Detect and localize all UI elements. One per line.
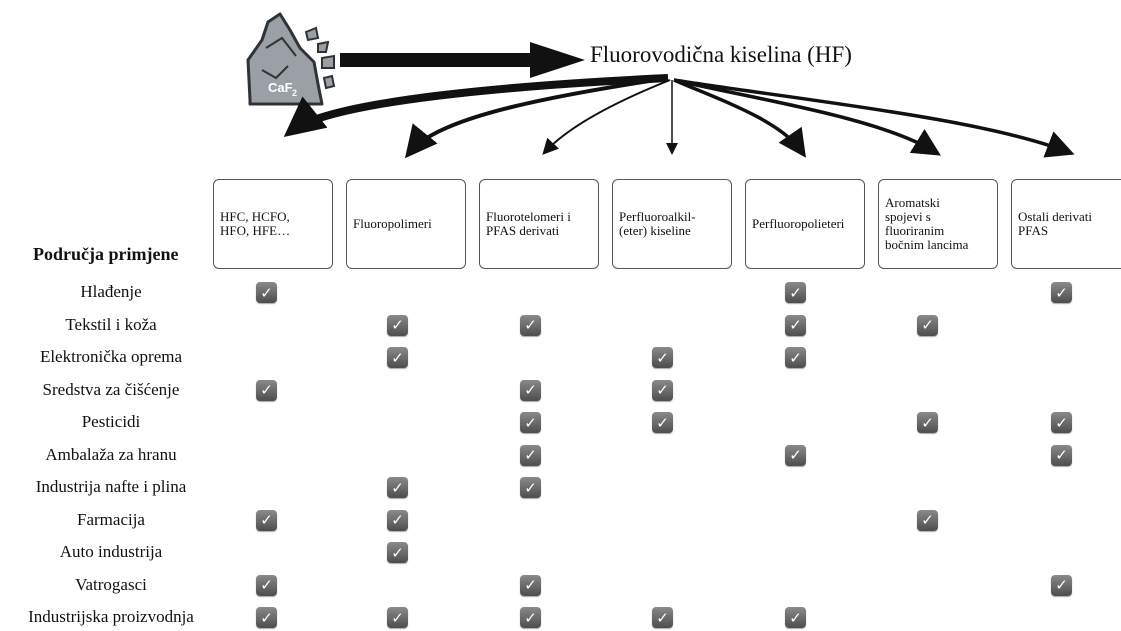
checkmark-icon: ✓ [1051, 444, 1072, 466]
category-label-line: bočnim lancima [885, 237, 969, 252]
application-row-label: Industrijska proizvodnja [28, 607, 194, 626]
application-row-label: Farmacija [77, 509, 145, 529]
checkmark-icon: ✓ [520, 607, 541, 628]
category-label-line: Fluoropolimeri [353, 216, 432, 231]
category-box-1: HFC, HCFO,HFO, HFE… [213, 179, 333, 269]
application-row-label: Pesticidi [81, 412, 141, 431]
application-row-label: Sredstva za čišćenje [42, 379, 180, 399]
checkmark-icon: ✓ [520, 574, 541, 596]
checkmark-icon: ✓ [652, 412, 673, 433]
category-box-5: Perfluoropolieteri [745, 179, 865, 269]
checkmark-icon: ✓ [520, 477, 541, 498]
category-label-line: fluoriranim [885, 223, 945, 238]
category-label-line: Aromatski [885, 195, 940, 210]
main-arrow [340, 42, 585, 78]
category-label-line: Perfluoroalkil- [619, 209, 696, 224]
checkmark-icon: ✓ [785, 607, 806, 628]
category-label-line: HFO, HFE… [220, 223, 291, 238]
checkmark-icon: ✓ [652, 607, 673, 628]
checkmark-icon: ✓ [256, 379, 277, 401]
caf2-label: CaF [268, 80, 293, 95]
caf2-subscript: 2 [292, 88, 297, 98]
checkmark-icon: ✓ [652, 379, 673, 401]
application-row-label: Elektronička oprema [39, 347, 183, 366]
fan-arrows [283, 74, 1075, 159]
checkmark-icon: ✓ [785, 282, 806, 303]
application-row-label: Auto industrija [59, 542, 163, 561]
checkmark-icon: ✓ [256, 607, 277, 628]
category-label-line: Fluorotelomeri i [486, 209, 571, 224]
category-label-line: spojevi s [885, 209, 931, 224]
application-row-label: Hlađenje [80, 282, 142, 301]
checkmark-icon: ✓ [256, 509, 277, 531]
category-label-line: Ostali derivati [1018, 209, 1093, 224]
category-label-line: PFAS [1018, 223, 1049, 238]
checkmark-icon: ✓ [387, 607, 408, 628]
category-label-line: Perfluoropolieteri [752, 216, 845, 231]
category-box-4: Perfluoroalkil-(eter) kiseline [612, 179, 732, 269]
application-row-label: Tekstil i koža [65, 314, 157, 334]
checkmark-icon: ✓ [520, 412, 541, 433]
category-label-line: (eter) kiseline [619, 223, 691, 238]
application-row-label: Ambalaža za hranu [45, 444, 177, 464]
checkmark-icon: ✓ [387, 347, 408, 368]
checkmark-icon: ✓ [917, 412, 938, 433]
application-row-label: Vatrogasci [75, 574, 147, 594]
checkmark-icon: ✓ [652, 347, 673, 368]
checkmark-icon: ✓ [1051, 412, 1072, 433]
checkmark-icon: ✓ [917, 314, 938, 336]
hf-source-label: Fluorovodična kiselina (HF) [590, 42, 852, 67]
application-row-label: Industrija nafte i plina [35, 477, 187, 496]
checkmark-icon: ✓ [256, 282, 277, 303]
category-label-line: HFC, HCFO, [220, 209, 290, 224]
checkmark-icon: ✓ [520, 314, 541, 336]
checkmark-icon: ✓ [256, 574, 277, 596]
checkmark-icon: ✓ [520, 444, 541, 466]
checkmark-icon: ✓ [387, 314, 408, 336]
category-label-line: PFAS derivati [486, 223, 560, 238]
checkmark-icon: ✓ [1051, 574, 1072, 596]
checkmark-icon: ✓ [520, 379, 541, 401]
rock-fragments-icon [304, 26, 336, 90]
checkmark-icon: ✓ [387, 542, 408, 563]
checkmark-icon: ✓ [1051, 282, 1072, 303]
checkmark-icon: ✓ [917, 509, 938, 531]
checkmark-icon: ✓ [785, 314, 806, 336]
checkmark-icon: ✓ [785, 347, 806, 368]
checkmark-icon: ✓ [785, 444, 806, 466]
checkmark-icon: ✓ [387, 477, 408, 498]
category-box-2: Fluoropolimeri [346, 179, 466, 269]
application-areas-heading: Područja primjene [33, 244, 179, 264]
checkmark-icon: ✓ [387, 509, 408, 531]
caf2-rock-icon: CaF 2 [246, 12, 324, 106]
